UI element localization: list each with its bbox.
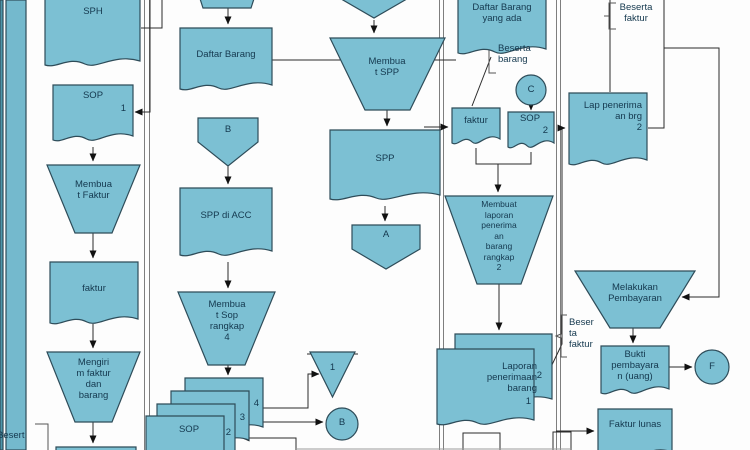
label-connector-f: F [709, 361, 715, 372]
label-connector-1: 1 [329, 362, 336, 373]
label-daftar-barang-yang-ada: Daftar Barang yang ada [472, 2, 532, 24]
label-spp: SPP [375, 153, 395, 164]
stub-bottom-right [552, 431, 572, 450]
left-edge-bar [0, 0, 4, 450]
membuat-laporan-trapezoid [444, 195, 554, 285]
line-sop2-merge [498, 152, 532, 165]
label-membuat-sop: Membua t Sop rangkap 4 [208, 299, 246, 343]
label-melakukan-pembayaran: Melakukan Pembayaran [608, 282, 662, 304]
connector-b-in-pentagon [197, 117, 259, 167]
label-faktur: faktur [82, 283, 106, 294]
membuat-faktur-trapezoid [46, 164, 141, 234]
label-membuat-laporan: Membuat laporan penerima an barang rangk… [481, 199, 517, 272]
line-top-to-docright [648, 0, 665, 129]
bukti-pembayaran-doc [600, 345, 670, 395]
label-connector-c: C [527, 84, 535, 95]
label-mengirim: Mengiri m faktur dan barang [76, 357, 111, 401]
stub-bottom-left [462, 432, 501, 450]
annotation-besert: Besert [0, 430, 25, 441]
faktur2-doc [451, 107, 501, 145]
label-sop-stack-copy-2: 2 [225, 427, 231, 438]
sop-copy1-doc [145, 415, 225, 450]
line-into-sop [134, 0, 151, 116]
label-bukti-pembayaran: Bukti pembayara n (uang) [611, 349, 659, 382]
faktur-doc [49, 261, 139, 325]
label-lap-penerimaan: Lap penerima an brg 2 [583, 100, 642, 133]
label-daftar-barang: Daftar Barang [196, 49, 256, 60]
faktur-lunas-doc [597, 408, 673, 450]
top-pentagon [341, 0, 407, 19]
label-connector-b-out: B [338, 417, 346, 428]
daftar-barang-yang-ada-doc [457, 0, 547, 55]
sop-doc [52, 84, 134, 142]
annotation-beserta-faktur: Beserta faktur [619, 2, 653, 24]
sop2-doc [507, 111, 555, 149]
label-membuat-faktur: Membua t Faktur [75, 179, 112, 201]
label-sop-stack: SOP [178, 424, 200, 435]
line-top-sph [141, 0, 163, 29]
laporan-copy1-doc [436, 348, 535, 426]
label-sop-stack-copy-4: 4 [253, 398, 259, 409]
connector-1-triangle [309, 351, 356, 399]
mengirim-trapezoid [46, 351, 141, 423]
spp-di-acc-doc [179, 187, 273, 257]
label-sop-2: SOP [519, 113, 541, 124]
label-membuat-spp: Membua t SPP [368, 56, 406, 78]
label-faktur-2: faktur [464, 115, 488, 126]
daftar-barang-doc [179, 27, 273, 91]
annotation-beser-ta-faktur: Beser ta faktur [569, 317, 594, 350]
label-connector-a: A [382, 229, 390, 240]
connector-b-out-circle [325, 407, 359, 441]
line-around-into-pembayaran [664, 47, 720, 301]
lap-penerimaan-doc [568, 92, 648, 166]
connector-f-circle [694, 349, 730, 385]
bottom-cut-doc [55, 446, 137, 450]
line-bottom-to-sop2copy [241, 434, 297, 450]
line-faktur2-merge-down [475, 148, 502, 193]
melakukan-pembayaran-trapezoid [573, 270, 697, 329]
connector-c-circle [515, 74, 547, 106]
line-dby-to-faktur2 [471, 56, 492, 107]
bracket-besert [35, 423, 49, 450]
sidebar-bar [5, 0, 27, 450]
label-spp-di-acc: SPP di ACC [200, 210, 252, 221]
top-cut-trapezoid [199, 0, 255, 9]
brace-beser-ta-faktur [554, 314, 567, 358]
connector-a-pentagon [351, 224, 421, 270]
label-faktur-lunas: Faktur lunas [608, 419, 662, 430]
label-sph: SPH [83, 6, 103, 17]
label-sop: SOP [82, 90, 104, 101]
membuat-sop-trapezoid [177, 291, 276, 366]
membuat-spp-trapezoid [329, 37, 446, 111]
line-laporan-to-lappenerimaan [548, 124, 566, 372]
sph-doc [44, 0, 141, 67]
label-sop-stack-copy-3: 3 [239, 412, 245, 423]
label-connector-b-in: B [224, 124, 232, 135]
annotation-beserta-barang: Beserta barang [498, 43, 531, 65]
label-laporan-stack: Laporan penerimaan barang [486, 361, 537, 394]
label-laporan-copy-2: 2 [536, 370, 542, 381]
label-sop-copy: 1 [120, 103, 126, 114]
label-laporan-copy-1: 1 [525, 396, 531, 407]
spp-doc2 [329, 129, 441, 201]
line-sop4-to-triangle1 [263, 370, 320, 409]
label-sop-2-copy: 2 [542, 125, 548, 136]
